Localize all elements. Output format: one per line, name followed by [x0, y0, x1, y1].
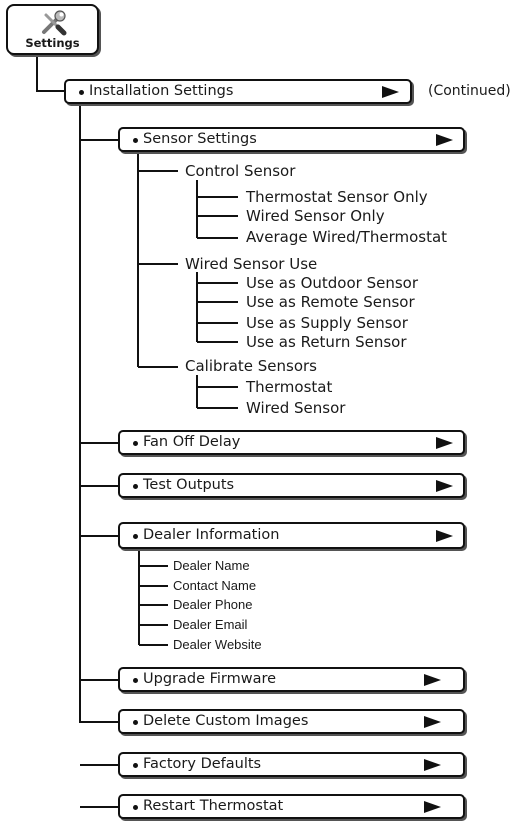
arrow-right-icon [436, 480, 453, 492]
control-sensor-item: Thermostat Sensor Only [246, 188, 428, 206]
arrow-right-icon [436, 437, 453, 449]
bullet-icon [133, 678, 138, 683]
delete-custom-images-label: Delete Custom Images [143, 713, 309, 729]
test-outputs-label: Test Outputs [143, 477, 235, 493]
bullet-icon [133, 534, 138, 539]
arrow-right-icon [424, 801, 441, 813]
installation-settings-box[interactable]: Installation Settings [64, 79, 412, 104]
arrow-right-icon [424, 759, 441, 771]
delete-custom-images-box[interactable]: Delete Custom Images [118, 709, 465, 734]
test-outputs-box[interactable]: Test Outputs [118, 473, 465, 498]
dealer-information-label: Dealer Information [143, 527, 280, 543]
restart-thermostat-box[interactable]: Restart Thermostat [118, 794, 465, 819]
sensor-settings-box[interactable]: Sensor Settings [118, 127, 465, 152]
wired-sensor-use-item: Use as Return Sensor [246, 333, 407, 351]
bullet-icon [133, 441, 138, 446]
dealer-info-item: Dealer Website [173, 637, 262, 652]
wired-sensor-use-item: Use as Remote Sensor [246, 293, 415, 311]
wrench-screwdriver-icon [40, 10, 68, 36]
restart-thermostat-label: Restart Thermostat [143, 798, 284, 814]
root-label: Settings [25, 36, 80, 50]
control-sensor-item: Average Wired/Thermostat [246, 228, 448, 246]
bullet-icon [133, 484, 138, 489]
fan-off-delay-label: Fan Off Delay [143, 434, 241, 450]
calibrate-sensors-item: Wired Sensor [246, 399, 346, 417]
upgrade-firmware-label: Upgrade Firmware [143, 671, 277, 687]
wired-sensor-use-label: Wired Sensor Use [185, 255, 318, 273]
bullet-icon [133, 805, 138, 810]
settings-root-node[interactable]: Settings [6, 4, 99, 55]
arrow-right-icon [424, 716, 441, 728]
dealer-info-item: Dealer Email [173, 617, 248, 632]
calibrate-sensors-item: Thermostat [246, 378, 333, 396]
bullet-icon [133, 720, 138, 725]
bullet-icon [133, 138, 138, 143]
wired-sensor-use-item: Use as Supply Sensor [246, 314, 408, 332]
dealer-info-item: Dealer Phone [173, 597, 253, 612]
factory-defaults-box[interactable]: Factory Defaults [118, 752, 465, 777]
dealer-info-item: Contact Name [173, 578, 257, 593]
factory-defaults-label: Factory Defaults [143, 756, 262, 772]
arrow-right-icon [436, 530, 453, 542]
calibrate-sensors-label: Calibrate Sensors [185, 357, 317, 375]
sensor-settings-label: Sensor Settings [143, 131, 257, 147]
control-sensor-label: Control Sensor [185, 162, 296, 180]
dealer-info-item: Dealer Name [173, 558, 250, 573]
continued-note: (Continued) [428, 83, 511, 99]
wired-sensor-use-item: Use as Outdoor Sensor [246, 274, 418, 292]
fan-off-delay-box[interactable]: Fan Off Delay [118, 430, 465, 455]
installation-settings-label: Installation Settings [89, 83, 234, 99]
arrow-right-icon [436, 134, 453, 146]
dealer-information-box[interactable]: Dealer Information [118, 522, 465, 549]
arrow-right-icon [424, 674, 441, 686]
upgrade-firmware-box[interactable]: Upgrade Firmware [118, 667, 465, 692]
control-sensor-item: Wired Sensor Only [246, 207, 385, 225]
bullet-icon [79, 90, 84, 95]
bullet-icon [133, 763, 138, 768]
arrow-right-icon [382, 86, 399, 98]
